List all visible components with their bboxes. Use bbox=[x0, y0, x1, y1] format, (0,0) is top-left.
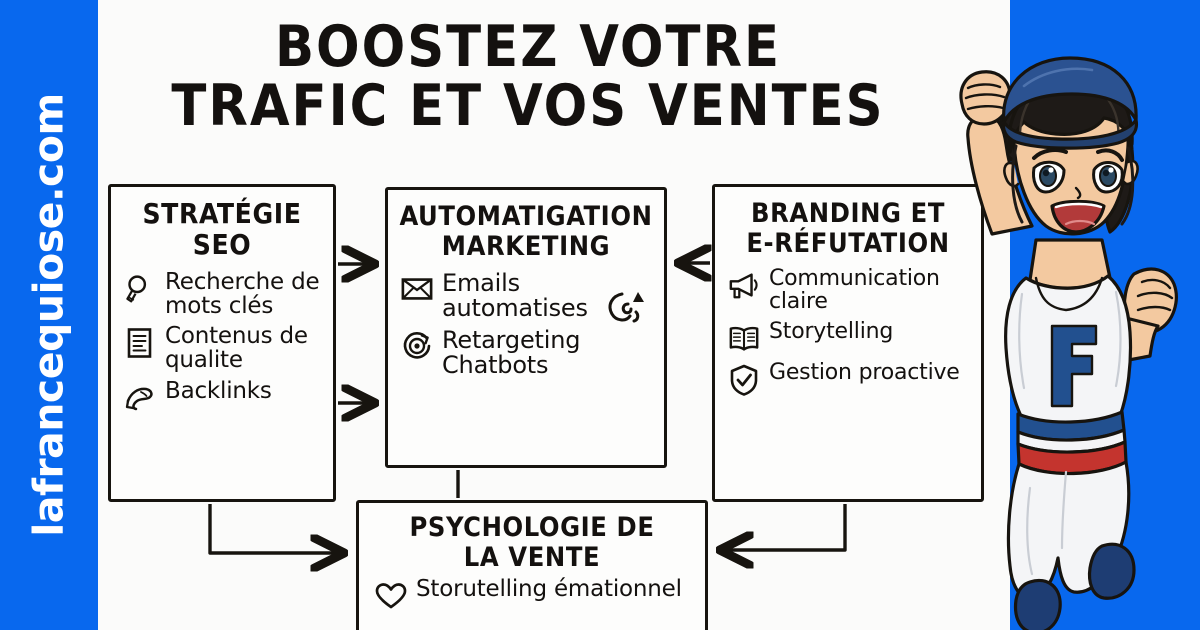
card-title-psychologie-line1: PSYCHOLOGIE DE bbox=[409, 512, 655, 543]
list-item: Communication claire bbox=[728, 266, 971, 315]
card-title-seo-line2: SEO bbox=[192, 227, 252, 261]
list-item: Recherche de mots clés bbox=[124, 268, 323, 319]
list-item: Backlinks bbox=[124, 378, 323, 414]
target-refresh-icon bbox=[401, 330, 433, 362]
card-branding-ereputation[interactable]: BRANDING ET E-RÉFUTATION Communication c… bbox=[712, 184, 984, 502]
link-hand-icon bbox=[124, 382, 156, 414]
card-automation-marketing[interactable]: AUTOMATIGATION MARKETING Emails automati… bbox=[385, 187, 667, 468]
card-branding-items: Communication claire Storytelling bbox=[715, 266, 981, 396]
card-title-seo: STRATÉGIE SEO bbox=[111, 187, 333, 261]
list-item: Storutelling émationnel bbox=[375, 576, 695, 612]
list-item-label: Contenus de qualite bbox=[165, 323, 308, 374]
brand-watermark: lafrancequiose.com bbox=[0, 0, 98, 630]
list-item: Storytelling bbox=[728, 319, 971, 355]
heart-icon bbox=[375, 580, 407, 612]
page-title: BOOSTEZ VOTRE TRAFIC ET VOS VENTES bbox=[98, 18, 958, 135]
card-title-psychologie: PSYCHOLOGIE DE LA VENTE bbox=[359, 503, 705, 572]
card-title-branding-line2: E-RÉFUTATION bbox=[746, 227, 950, 259]
list-item-label: Retargeting Chatbots bbox=[442, 326, 581, 380]
envelope-icon bbox=[401, 273, 433, 305]
shield-check-icon bbox=[728, 364, 760, 396]
doodle-squiggle-icon bbox=[608, 292, 644, 323]
title-line-1: BOOSTEZ VOTRE bbox=[274, 14, 782, 80]
title-line-2: TRAFIC ET VOS VENTES bbox=[171, 72, 885, 139]
card-strategie-seo[interactable]: STRATÉGIE SEO Recherche de mots clés bbox=[108, 184, 336, 502]
card-psychologie-vente[interactable]: PSYCHOLOGIE DE LA VENTE Storutelling éma… bbox=[356, 500, 708, 630]
cheering-mascot bbox=[959, 56, 1178, 630]
card-seo-items: Recherche de mots clés Contenus de quali… bbox=[111, 268, 333, 415]
card-title-automation: AUTOMATIGATION MARKETING bbox=[388, 190, 664, 261]
list-item: Retargeting Chatbots bbox=[401, 328, 654, 378]
list-item-label: Storutelling émationnel bbox=[416, 576, 682, 603]
list-item-label: Recherche de mots clés bbox=[165, 268, 320, 319]
list-item: Emails automatises bbox=[401, 271, 654, 321]
list-item: Gestion proactive bbox=[728, 360, 971, 396]
card-title-branding-line1: BRANDING ET bbox=[750, 198, 946, 229]
card-automation-items: Emails automatises Retargeting Chatbots bbox=[388, 271, 664, 378]
open-book-icon bbox=[728, 323, 760, 355]
brand-site-url: lafrancequiose.com bbox=[25, 93, 74, 537]
card-title-psychologie-line2: LA VENTE bbox=[463, 541, 601, 573]
card-title-seo-line1: STRATÉGIE bbox=[142, 197, 302, 230]
list-item-label: Storytelling bbox=[769, 319, 894, 345]
card-psychologie-items: Storutelling émationnel bbox=[359, 576, 705, 612]
magnifier-icon bbox=[124, 273, 156, 305]
card-title-automation-line1: AUTOMATIGATION bbox=[399, 201, 653, 232]
list-item-label: Emails automatises bbox=[442, 269, 588, 323]
list-item-label: Gestion proactive bbox=[769, 360, 960, 386]
list-item: Contenus de qualite bbox=[124, 323, 323, 374]
card-title-automation-line2: MARKETING bbox=[441, 230, 611, 262]
list-item-label: Communication claire bbox=[769, 266, 940, 315]
megaphone-icon bbox=[728, 270, 760, 302]
list-item-label: Backlinks bbox=[165, 378, 272, 405]
document-icon bbox=[124, 327, 156, 359]
card-title-branding: BRANDING ET E-RÉFUTATION bbox=[715, 187, 981, 258]
left-blue-band bbox=[0, 0, 98, 630]
